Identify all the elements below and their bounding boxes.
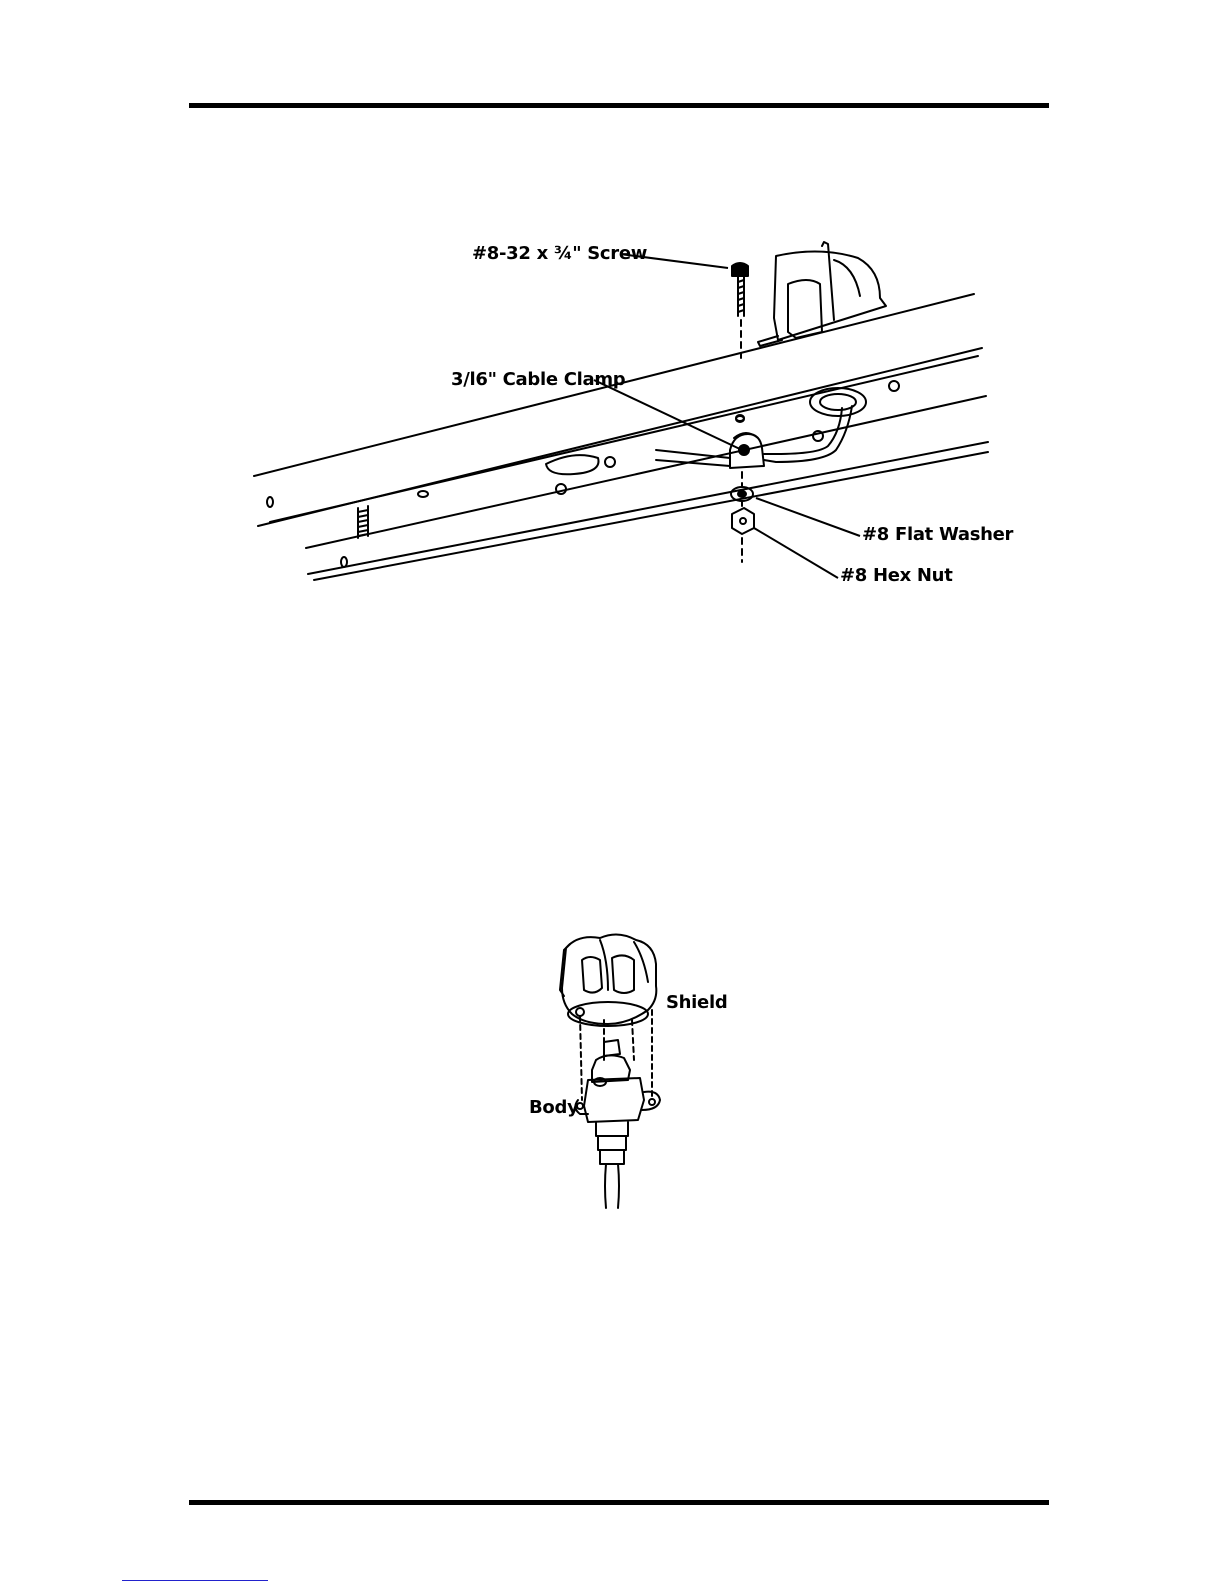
screw-callout: #8-32 x ¾" Screw [472,245,647,263]
footer-rule [189,1500,1049,1505]
shield-body-figure: Shield Body [508,930,728,1210]
hex-nut-callout: #8 Hex Nut [840,567,953,585]
footer-link-underline [122,1580,268,1581]
header-rule [189,103,1049,108]
cable-clamp-callout: 3/l6" Cable Clamp [451,371,625,389]
shield-callout: Shield [666,994,727,1012]
body-callout: Body [529,1099,579,1117]
flat-washer-callout: #8 Flat Washer [862,526,1013,544]
cable-clamp-assembly-figure: #8-32 x ¾" Screw 3/l6" Cable Clamp #8 Fl… [248,236,992,588]
shield-body-drawing [508,930,728,1210]
